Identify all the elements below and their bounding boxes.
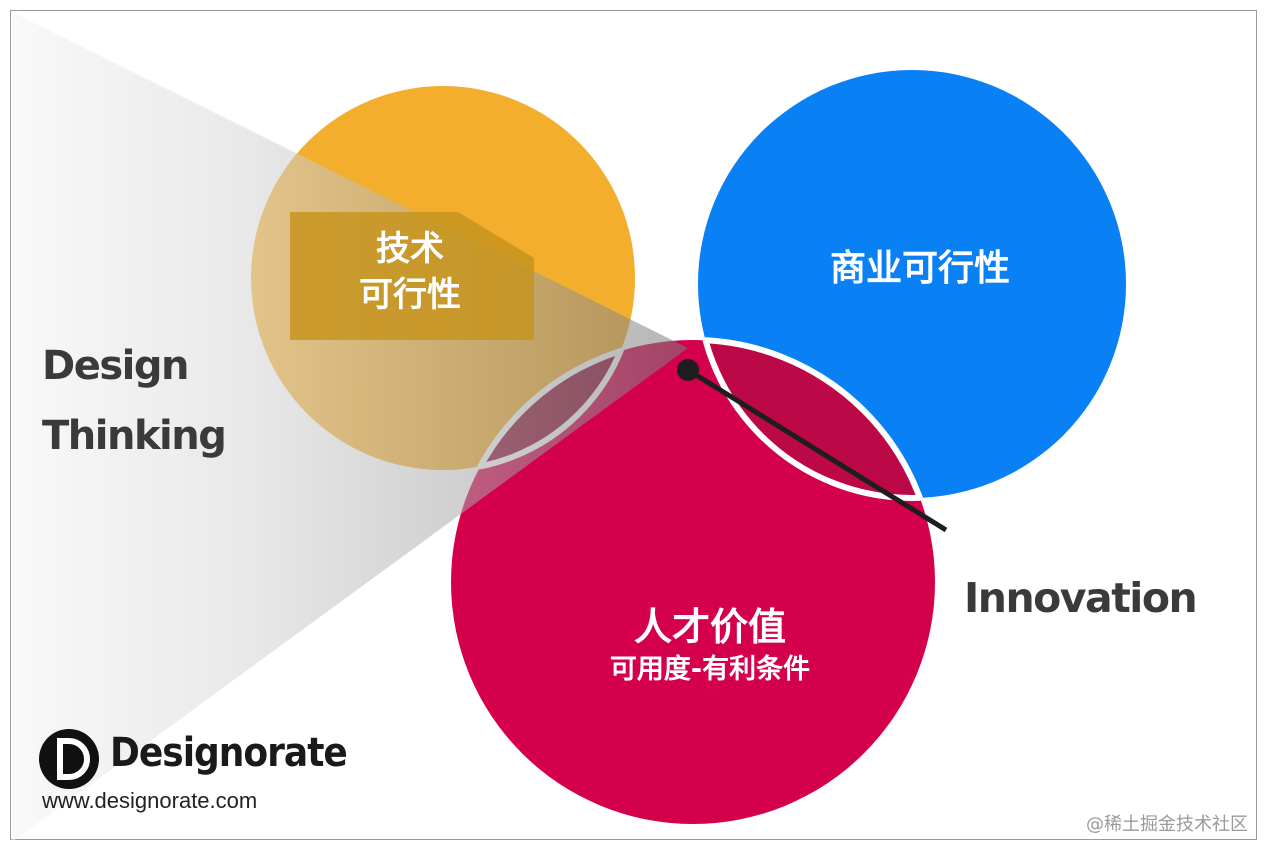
technical-label-line1: 技术 xyxy=(376,229,444,269)
design-thinking-line1: Design xyxy=(42,343,189,389)
brand-name: Designorate xyxy=(110,730,348,776)
human-value-sublabel: 可用度-有利条件 xyxy=(609,654,811,685)
innovation-pointer-line xyxy=(686,367,948,533)
overlap-outlines xyxy=(448,337,938,501)
business-viability-label: 商业可行性 xyxy=(829,248,1010,289)
watermark-text: @稀土掘金技术社区 xyxy=(1086,814,1248,835)
design-thinking-line2: Thinking xyxy=(42,413,227,459)
tech-label-backdrop xyxy=(290,212,534,340)
business-human-overlap xyxy=(698,340,935,498)
designorate-logo-icon: D xyxy=(39,729,99,789)
human-value-label: 人才价值 xyxy=(633,605,786,649)
technical-feasibility-label: 技术 可行性 xyxy=(330,226,490,318)
logo-letter: D xyxy=(68,769,70,771)
innovation-label: Innovation xyxy=(964,574,1198,622)
brand-url: www.designorate.com xyxy=(42,788,258,813)
design-thinking-cone xyxy=(12,12,688,842)
innovation-point xyxy=(677,359,699,381)
technical-label-line2: 可行性 xyxy=(359,275,461,315)
